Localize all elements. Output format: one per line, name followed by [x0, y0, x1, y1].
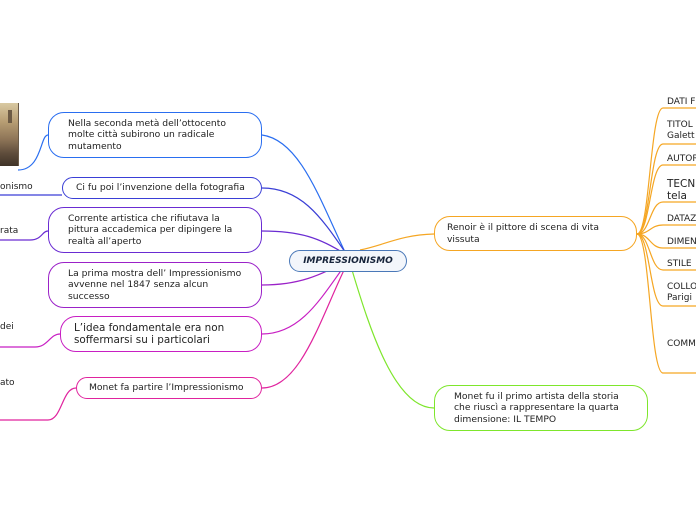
connector-branch-6 [261, 267, 346, 389]
branch-city-change[interactable]: Nella seconda metà dell’ottocento molte … [48, 112, 262, 158]
connector-leaf-dei [0, 333, 61, 348]
connector-renoir [359, 233, 435, 251]
connector-leaf-photo [17, 134, 49, 171]
leaf-autore[interactable]: AUTOR [667, 154, 696, 164]
leaf-collocazione[interactable]: COLLO Parigi [667, 282, 696, 303]
connector-branch-2 [261, 187, 346, 253]
leaf-onismo[interactable]: onismo [0, 182, 33, 192]
connector-branch-1 [261, 134, 346, 253]
city-painting-image[interactable] [0, 103, 19, 166]
branch-first-exhibition[interactable]: La prima mostra dell’ Impressionismo avv… [48, 262, 262, 308]
leaf-ato[interactable]: ato [0, 378, 15, 388]
central-topic[interactable]: IMPRESSIONISMO [289, 250, 407, 272]
connector-branch-3 [261, 230, 346, 255]
leaf-dimensioni[interactable]: DIMEN [667, 237, 696, 247]
branch-main-idea[interactable]: L’idea fondamentale era non soffermarsi … [60, 316, 262, 352]
branch-monet-starts[interactable]: Monet fa partire l’Impressionismo [76, 377, 262, 399]
connector-branch-5 [261, 264, 346, 335]
leaf-titolo[interactable]: TITOL Galett [667, 120, 695, 141]
leaf-datazione[interactable]: DATAZ [667, 214, 696, 224]
branch-photography[interactable]: Ci fu poi l’invenzione della fotografia [62, 177, 262, 199]
connector-leaf-ato [0, 387, 77, 421]
leaf-rata[interactable]: rata [0, 226, 19, 236]
leaf-tecnica[interactable]: TECNI tela [667, 178, 696, 202]
branch-renoir[interactable]: Renoir è il pittore di scena di vita vis… [434, 216, 637, 251]
connector-monet [351, 269, 435, 409]
leaf-dei[interactable]: dei [0, 322, 14, 332]
connector-leaf-rata [0, 230, 49, 241]
leaf-commento[interactable]: COMM [667, 339, 696, 349]
branch-monet-time[interactable]: Monet fu il primo artista della storia c… [434, 385, 648, 431]
leaf-stile[interactable]: STILE [667, 259, 692, 269]
leaf-dati[interactable]: DATI F [667, 97, 696, 107]
branch-art-movement[interactable]: Corrente artistica che rifiutava la pitt… [48, 207, 262, 253]
